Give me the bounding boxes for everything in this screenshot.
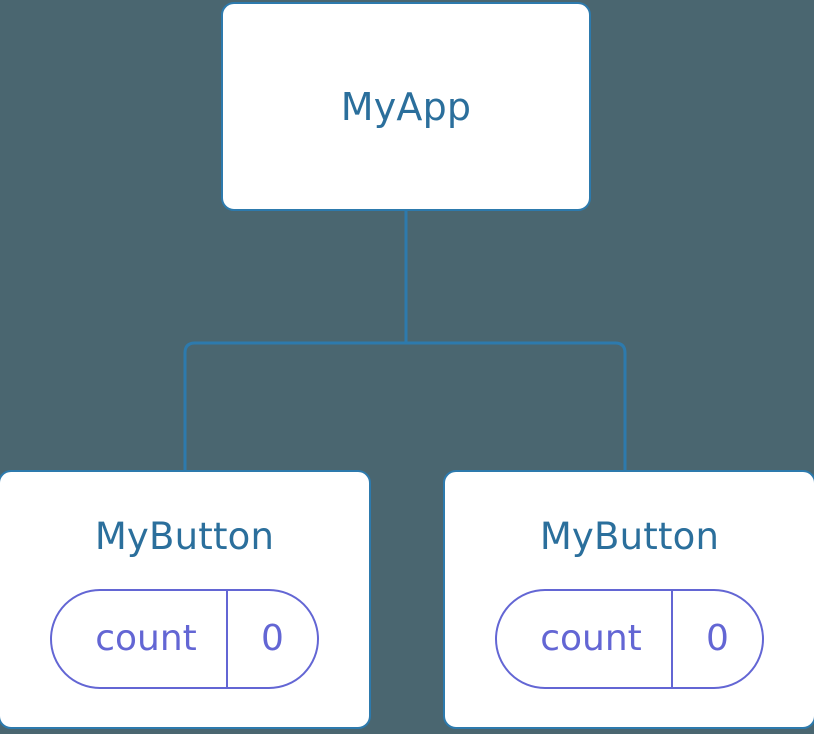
child-node-left[interactable]: MyButton count 0 bbox=[0, 470, 371, 729]
state-key-label: count bbox=[540, 618, 642, 659]
root-node-title: MyApp bbox=[340, 84, 472, 129]
state-key-label: count bbox=[95, 618, 197, 659]
child-node-right[interactable]: MyButton count 0 bbox=[443, 470, 814, 729]
state-value-label: 0 bbox=[671, 591, 762, 687]
child-node-left-title: MyButton bbox=[94, 515, 275, 558]
child-node-right-state-pill[interactable]: count 0 bbox=[495, 589, 764, 689]
root-node[interactable]: MyApp bbox=[221, 2, 591, 211]
edge-to-right-child bbox=[406, 341, 627, 472]
state-value-label: 0 bbox=[226, 591, 317, 687]
child-node-right-title: MyButton bbox=[539, 515, 720, 558]
edge-to-left-child bbox=[183, 341, 406, 472]
child-node-left-state-pill[interactable]: count 0 bbox=[50, 589, 319, 689]
